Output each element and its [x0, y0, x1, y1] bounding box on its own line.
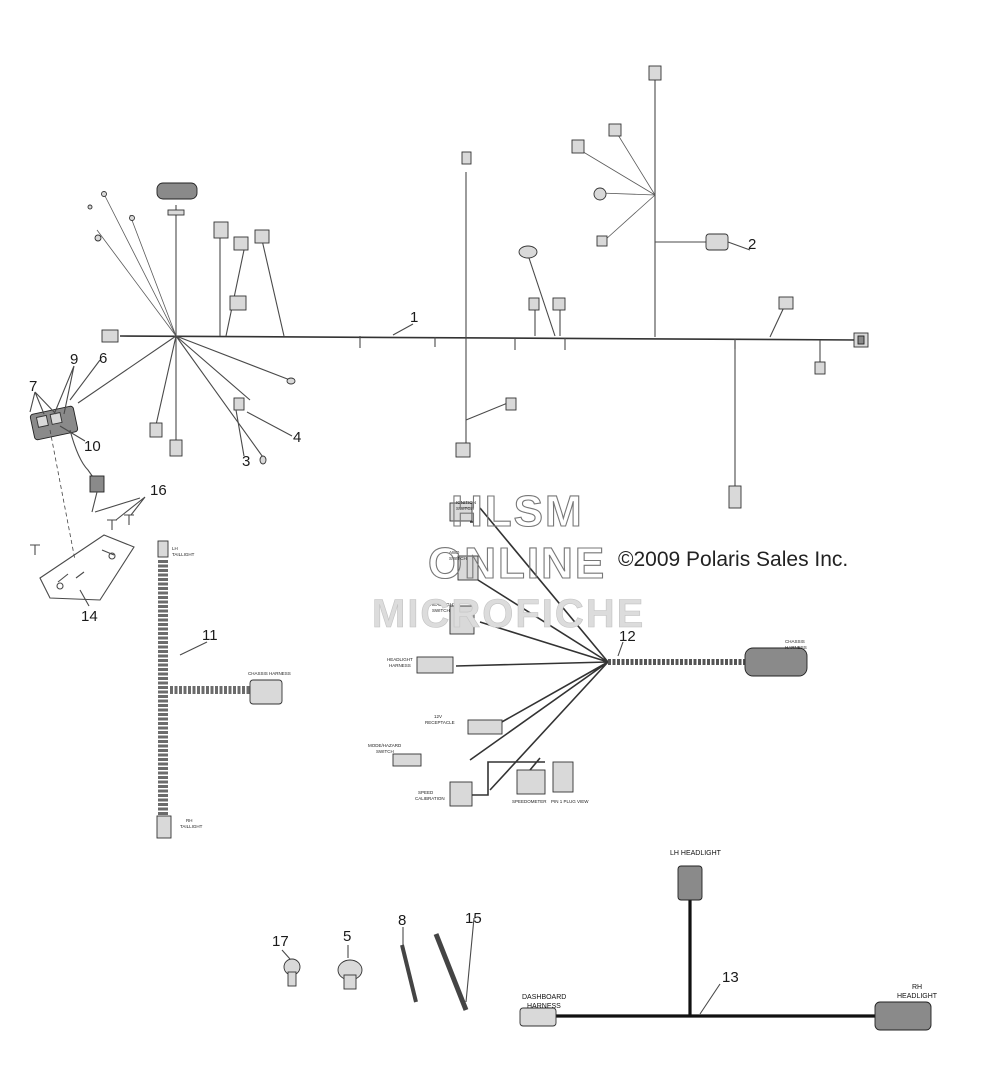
- headlight-harness-13: [519, 865, 932, 1031]
- label-chassis-harness-12-2: HARNESS: [785, 645, 807, 650]
- label-headlight-switch-1: HEADLIGHT: [430, 602, 456, 607]
- callout-1: 1: [410, 309, 418, 326]
- label-headlight-switch-2: SWITCH: [432, 608, 450, 613]
- callout-7: 7: [29, 378, 37, 395]
- label-awd-1: AWD: [449, 550, 460, 555]
- label-chassis-harness-11: CHASSIS HARNESS: [248, 671, 291, 676]
- label-harness-plug: PIN 1 PLUG VIEW: [551, 799, 589, 804]
- lower-branches: [77, 335, 291, 461]
- callout-11: 11: [202, 627, 218, 644]
- dash-chassis-connector: [744, 647, 808, 677]
- label-dashboard-harness-1: DASHBOARD: [522, 994, 566, 1001]
- dash-harness-12: [392, 502, 808, 807]
- copyright-notice: ©2009 Polaris Sales Inc.: [618, 548, 848, 571]
- upper-left-branches: [96, 195, 177, 337]
- label-headlight-harness-2: HARNESS: [389, 663, 411, 668]
- mid-branches: [465, 172, 511, 445]
- label-dashboard-harness-2: HARNESS: [527, 1003, 561, 1010]
- label-mode-switch-1: MODE/HAZARD: [368, 743, 402, 748]
- dash-gauge-connector: [156, 182, 198, 200]
- callout-9: 9: [70, 351, 78, 368]
- upper-branches: [219, 235, 285, 337]
- main-harness: [77, 65, 869, 509]
- callout-13: 13: [722, 969, 739, 986]
- callout-4: 4: [293, 429, 301, 446]
- callout-17: 17: [272, 933, 289, 950]
- callout-6: 6: [99, 350, 107, 367]
- fan-branches: [579, 129, 656, 241]
- label-receptacle-2: RECEPTACLE: [425, 720, 455, 725]
- label-ignition-2: SWITCH: [456, 506, 474, 511]
- watermark-line-1: HLSM: [451, 487, 584, 536]
- label-rh-headlight-2: HEADLIGHT: [897, 993, 938, 1000]
- tail-chassis-connector: [249, 679, 283, 705]
- watermark-line-3: MICROFICHE: [372, 592, 645, 636]
- label-lh-taillight-2: TAILLIGHT: [172, 552, 195, 557]
- bracket-14: [30, 496, 146, 601]
- bolt-16a: [30, 544, 40, 555]
- headlight-wires: [555, 900, 875, 1018]
- callout-5: 5: [343, 928, 351, 945]
- main-trunk-wire: [119, 335, 859, 341]
- part-15-tie: [433, 933, 469, 1011]
- trunk-clips: [359, 336, 736, 350]
- label-lh-taillight-1: LH: [172, 546, 178, 551]
- connector-2: [705, 233, 729, 251]
- leader-lines: [29, 241, 751, 1015]
- fuse-box: [29, 405, 105, 561]
- callout-8: 8: [398, 912, 406, 929]
- taillight-harness-11: [156, 540, 283, 839]
- label-chassis-harness-12-1: CHASSIS: [785, 639, 805, 644]
- callout-10: 10: [84, 438, 101, 455]
- label-lh-headlight: LH HEADLIGHT: [670, 850, 722, 857]
- label-rh-headlight-1: RH: [912, 984, 922, 991]
- callout-12: 12: [619, 628, 636, 645]
- label-awd-2: SWITCH: [449, 556, 467, 561]
- label-speed-1: SPEED: [418, 790, 434, 795]
- label-ignition-1: IGNITION: [456, 500, 476, 505]
- bolt-16b: [107, 519, 117, 530]
- dash-fan-wires: [455, 507, 609, 791]
- label-rh-taillight-1: RH: [186, 818, 193, 823]
- callout-2: 2: [748, 236, 756, 253]
- callout-15: 15: [465, 910, 482, 927]
- part-8-tie: [400, 944, 418, 1003]
- label-rh-taillight-2: TAILLIGHT: [180, 824, 203, 829]
- label-receptacle-1: 12V: [434, 714, 442, 719]
- bolt-16c: [124, 514, 134, 525]
- callout-16: 16: [150, 482, 167, 499]
- loose-parts: [283, 933, 469, 1011]
- label-mode-switch-2: SWITCH: [376, 749, 394, 754]
- callout-14: 14: [81, 608, 98, 625]
- main-left-connector: [101, 329, 119, 343]
- watermark-line-2: ONLINE: [428, 539, 606, 588]
- callout-3: 3: [242, 453, 250, 470]
- label-speedometer: SPEEDOMETER: [512, 799, 547, 804]
- label-speed-2: CALIBRATION: [415, 796, 445, 801]
- label-headlight-harness-1: HEADLIGHT: [387, 657, 413, 662]
